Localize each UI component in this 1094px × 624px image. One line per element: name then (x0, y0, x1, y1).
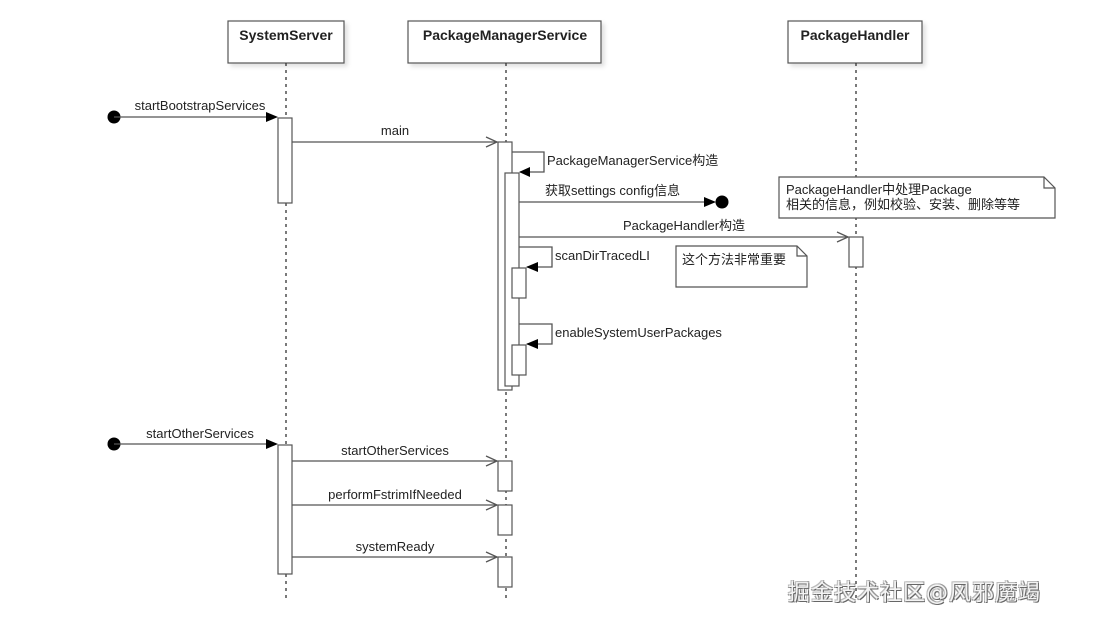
note-line: 这个方法非常重要 (682, 252, 786, 267)
open-arrowhead-icon (485, 499, 499, 511)
activation-bar (511, 267, 527, 299)
note-line: 相关的信息，例如校验、安装、删除等等 (786, 197, 1020, 212)
watermark: 掘金技术社区@风邪魔竭 (788, 581, 1042, 606)
message-label: PackageHandler构造 (623, 218, 745, 233)
open-arrowhead-icon (485, 136, 499, 148)
message-pms-constructor: PackageManagerService构造 (512, 151, 718, 177)
message-start-bootstrap-services: startBootstrapServices (107, 98, 278, 124)
message-system-ready: systemReady (292, 539, 499, 563)
open-arrowhead-icon (485, 455, 499, 467)
message-start-other-services-found: startOtherServices (107, 426, 278, 451)
lifeline-systemserver: SystemServer (227, 20, 345, 600)
lifeline-title: PackageManagerService (423, 27, 587, 43)
message-label: performFstrimIfNeeded (328, 487, 462, 502)
message-label: startOtherServices (341, 443, 449, 458)
lifeline-title: SystemServer (239, 27, 333, 43)
open-arrowhead-icon (836, 231, 850, 243)
lifeline-title: PackageHandler (801, 27, 910, 43)
message-label: enableSystemUserPackages (555, 325, 722, 340)
open-arrowhead-icon (485, 551, 499, 563)
lifeline-packagehandler: PackageHandler (787, 20, 923, 600)
note-folded-corner-icon (1043, 177, 1055, 189)
message-scan-dir-traced: scanDirTracedLI (519, 246, 650, 272)
filled-arrowhead-icon (704, 197, 716, 207)
message-enable-system-user-packages: enableSystemUserPackages (519, 323, 722, 349)
message-label: startBootstrapServices (135, 98, 266, 113)
activation-bar (277, 444, 293, 575)
activation-bar (277, 117, 293, 204)
message-perform-fstrim: performFstrimIfNeeded (292, 487, 499, 511)
note-important-method: 这个方法非常重要 (675, 245, 808, 288)
lifeline-head (227, 20, 345, 64)
lifeline-head (407, 20, 602, 64)
activation-bar (497, 504, 513, 536)
message-start-other-services: startOtherServices (292, 443, 499, 467)
message-label: startOtherServices (146, 426, 254, 441)
filled-arrowhead-icon (526, 339, 538, 349)
note-line: PackageHandler中处理Package (786, 182, 972, 197)
activation-bar (497, 556, 513, 588)
message-get-settings-config: 获取settings config信息 (519, 183, 729, 209)
note-packagehandler: PackageHandler中处理Package 相关的信息，例如校验、安装、删… (778, 176, 1056, 219)
message-label: 获取settings config信息 (545, 183, 680, 198)
activation-bar (497, 460, 513, 492)
message-main: main (292, 123, 499, 148)
filled-arrowhead-icon (519, 167, 530, 177)
activation-bar (511, 344, 527, 376)
lifeline-head (787, 20, 923, 64)
filled-arrowhead-icon (526, 262, 538, 272)
activation-bar (848, 236, 864, 268)
message-label: main (381, 123, 409, 138)
message-label: systemReady (356, 539, 435, 554)
message-label: PackageManagerService构造 (547, 153, 718, 168)
message-label: scanDirTracedLI (555, 248, 650, 263)
filled-arrowhead-icon (266, 112, 278, 122)
lost-message-dot (715, 195, 729, 209)
message-packagehandler-constructor: PackageHandler构造 (519, 218, 850, 243)
note-folded-corner-icon (796, 246, 807, 257)
filled-arrowhead-icon (266, 439, 278, 449)
